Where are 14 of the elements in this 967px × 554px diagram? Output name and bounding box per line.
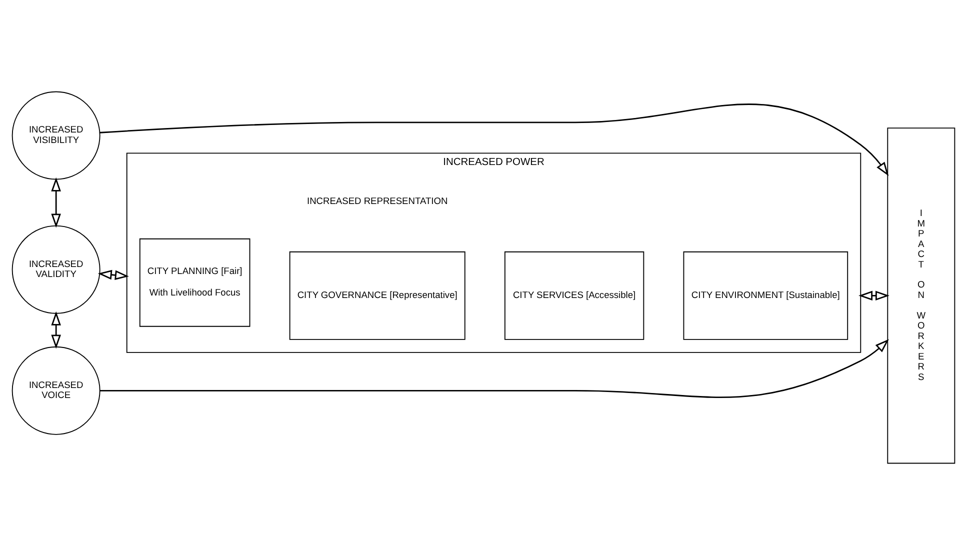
node-box: CITY PLANNING [Fair] With Livelihood Focus: [139, 238, 250, 326]
node-box: IMPACT ON WORKERS: [887, 127, 956, 464]
arrow: [100, 338, 889, 398]
node-circle: INCREASED VISIBILITY: [12, 90, 100, 180]
node-box: CITY GOVERNANCE [Representative]: [289, 250, 466, 340]
node-box: CITY SERVICES [Accessible]: [504, 250, 644, 340]
arrow: [51, 310, 61, 348]
arrow: [51, 176, 61, 228]
node-circle: INCREASED VALIDITY: [12, 224, 100, 314]
arrow: [98, 269, 129, 280]
arrow: [100, 103, 889, 176]
arrow: [858, 290, 890, 300]
node-box: CITY ENVIRONMENT [Sustainable]: [683, 250, 848, 340]
node-circle: INCREASED VOICE: [12, 346, 100, 434]
